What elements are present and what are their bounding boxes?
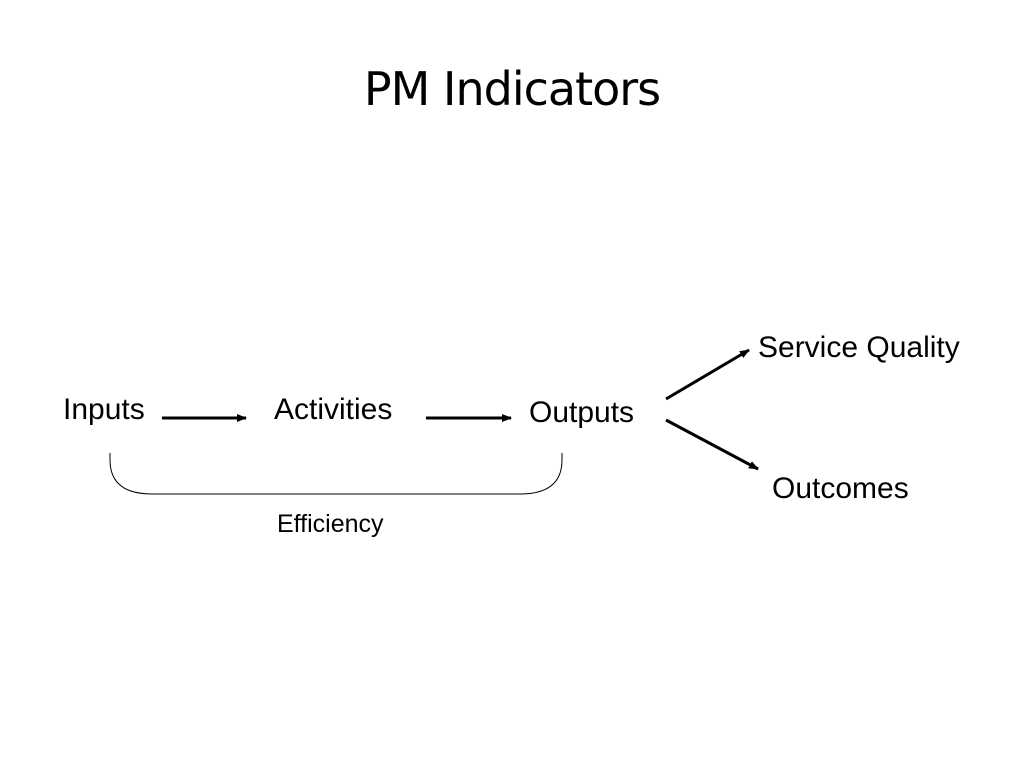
arrow-outputs-to-outcomes xyxy=(665,418,759,471)
node-outputs: Outputs xyxy=(529,396,635,429)
arrow-outputs-to-service-quality xyxy=(665,348,750,401)
node-activities: Activities xyxy=(274,393,393,426)
efficiency-bracket xyxy=(109,453,563,495)
efficiency-label: Efficiency xyxy=(277,510,384,538)
node-service-quality: Service Quality xyxy=(758,331,960,364)
slide-title: PM Indicators xyxy=(363,62,661,116)
node-inputs: Inputs xyxy=(63,393,145,426)
node-outcomes: Outcomes xyxy=(772,472,909,505)
